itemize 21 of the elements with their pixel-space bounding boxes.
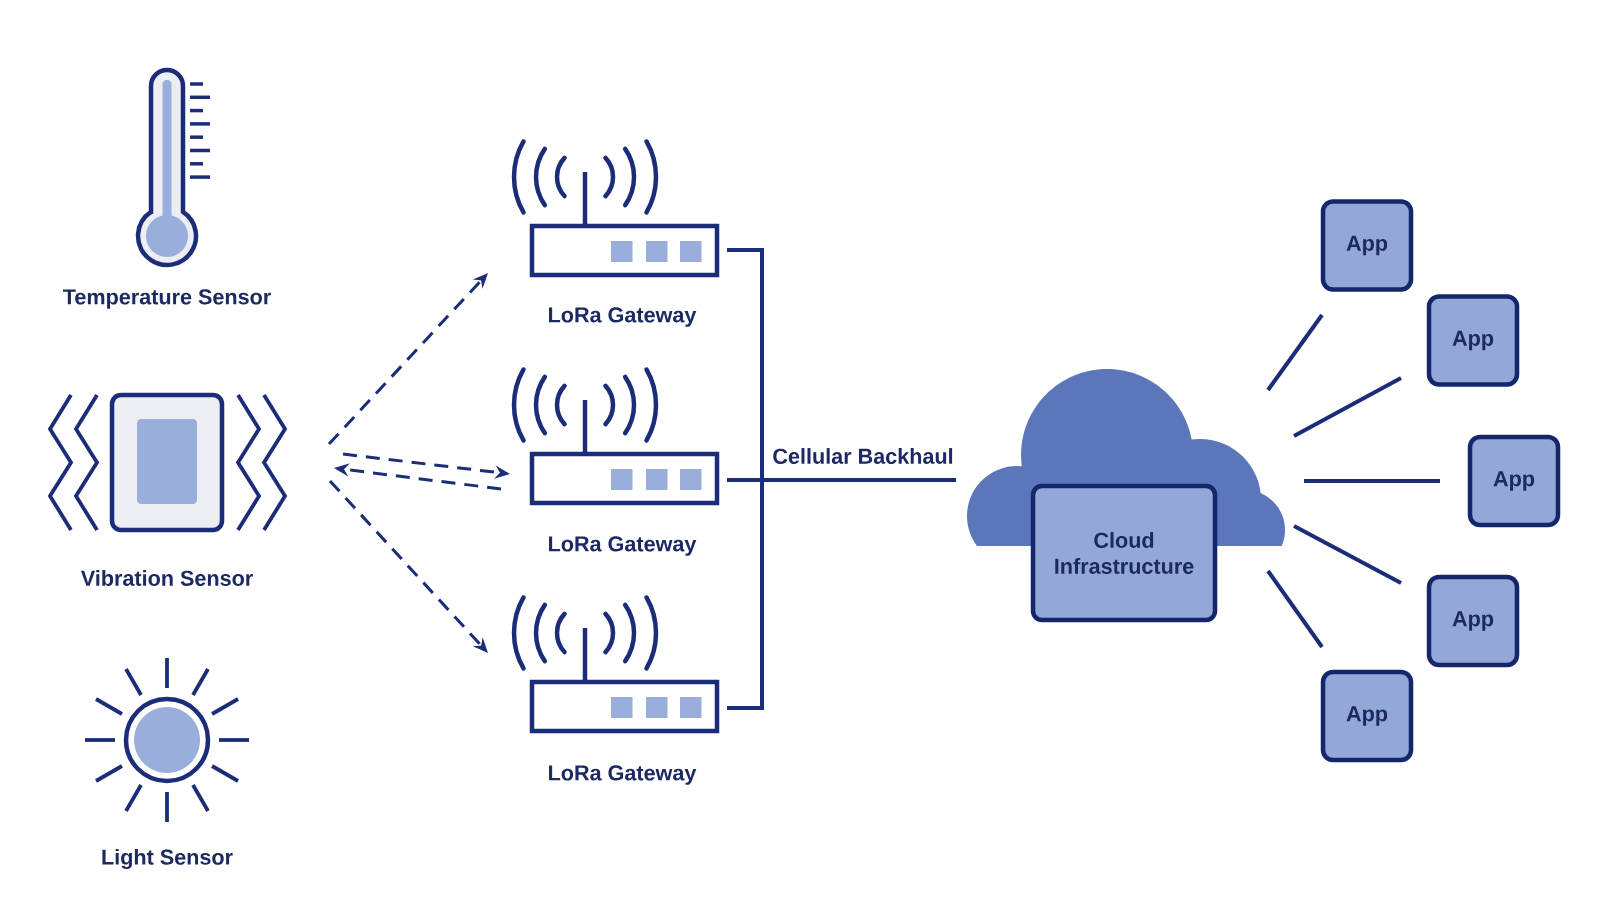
connector-line <box>727 248 764 480</box>
sensor-label: Temperature Sensor <box>63 289 271 309</box>
connector-line <box>1293 376 1402 438</box>
app-box: App <box>1467 434 1561 528</box>
connector-line <box>1304 479 1440 483</box>
sensor-label: Light Sensor <box>102 848 233 870</box>
app-box: App <box>1426 294 1520 387</box>
gateway-label: LoRa Gateway <box>549 307 697 327</box>
gateway-label: LoRa Gateway <box>549 765 697 785</box>
app-box: App <box>1426 574 1520 668</box>
app-box: App <box>1320 199 1414 292</box>
connector-line <box>1266 569 1324 649</box>
connector-line <box>727 478 956 482</box>
edge-label: Cellular Backhaul <box>770 446 956 466</box>
app-box: App <box>1320 669 1414 763</box>
connector-line <box>727 480 764 710</box>
infrastructure-box: Cloud Infrastructure <box>1030 483 1218 623</box>
connector-line <box>1293 524 1402 585</box>
gateway-label: LoRa Gateway <box>549 536 697 556</box>
sensor-label: Vibration Sensor <box>80 570 253 586</box>
connector-line <box>1266 313 1324 392</box>
